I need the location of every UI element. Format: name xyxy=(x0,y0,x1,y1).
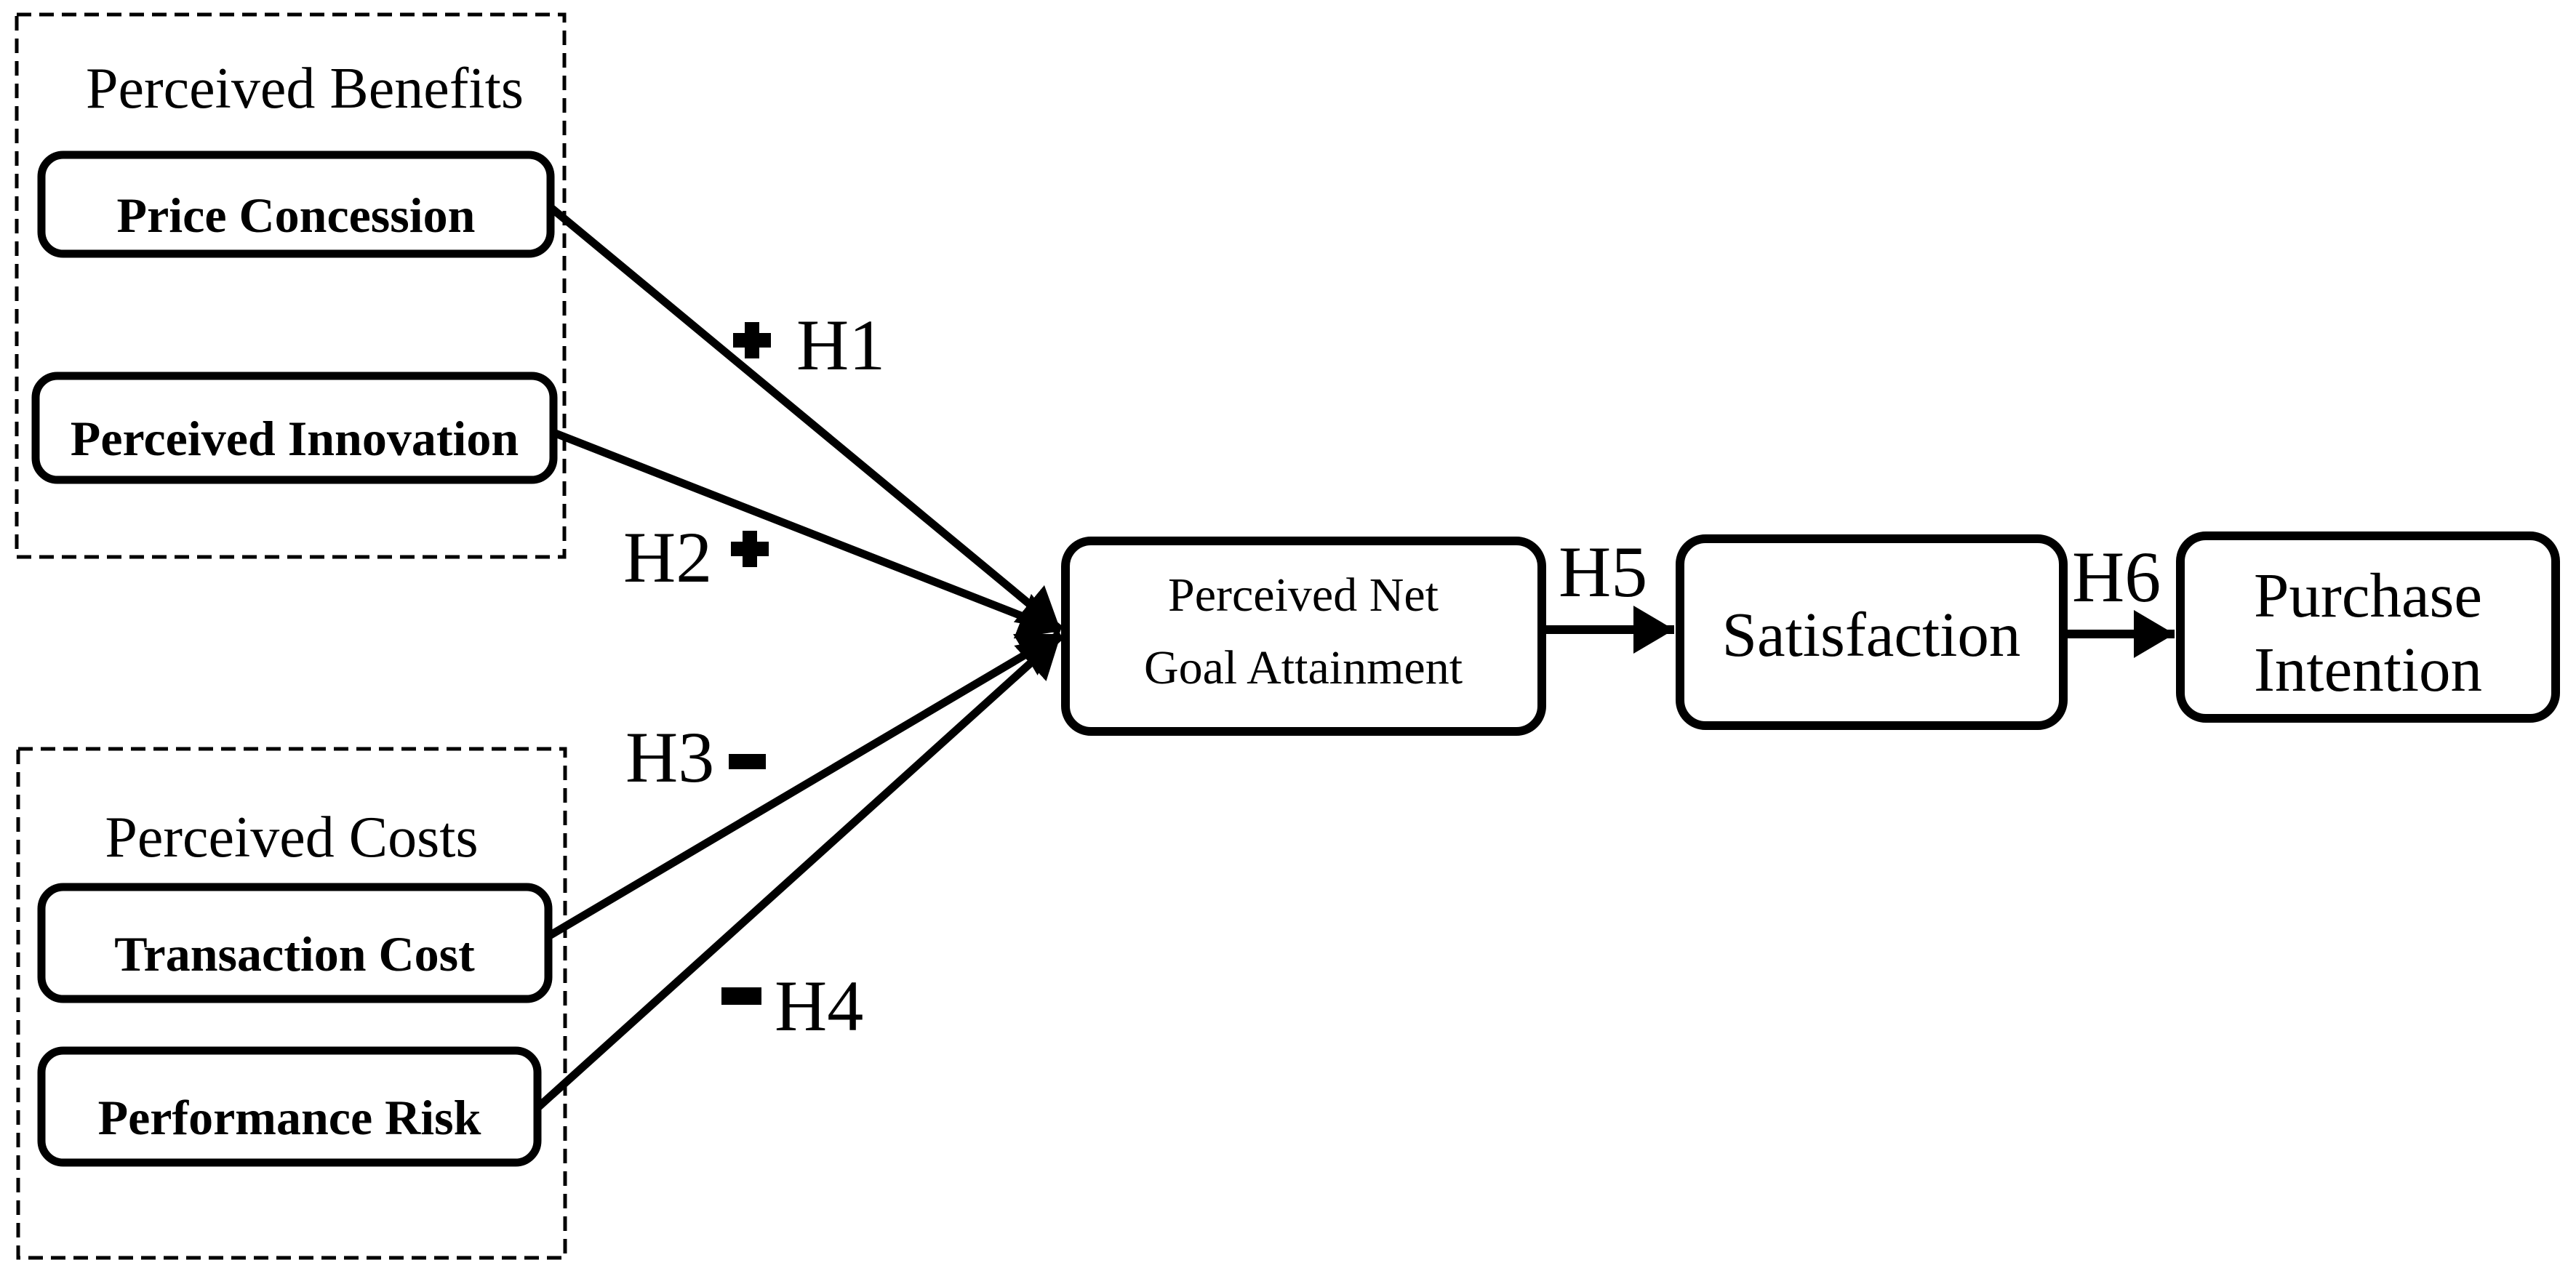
satisfaction-label: Satisfaction xyxy=(1722,599,2021,670)
performance-risk-label: Performance Risk xyxy=(98,1090,481,1145)
price-concession-box xyxy=(37,151,555,258)
h5-label: H5 xyxy=(1559,531,1647,612)
h6-label: H6 xyxy=(2072,537,2161,617)
transaction-cost-box xyxy=(37,883,553,1003)
perceived-innovation-label: Perceived Innovation xyxy=(71,411,519,466)
perceived-benefits-group-title: Perceived Benefits xyxy=(86,57,524,121)
perceived-net-goal-attainment-box xyxy=(1061,537,1546,736)
h1-arrow xyxy=(548,204,1063,633)
performance-risk-box xyxy=(37,1046,542,1167)
h4-minus-icon xyxy=(721,987,761,1005)
h4-label: H4 xyxy=(775,966,863,1046)
transaction-cost-label: Transaction Cost xyxy=(114,926,475,982)
perceived-benefits-group-box xyxy=(15,12,567,559)
h2-plus-icon xyxy=(731,531,769,567)
h4-arrow xyxy=(536,633,1063,1110)
satisfaction-box xyxy=(1676,534,2068,730)
h1-plus-icon xyxy=(733,322,771,358)
h2-arrow xyxy=(551,428,1063,639)
h3-minus-icon xyxy=(729,754,766,769)
h1-label: H1 xyxy=(796,305,885,385)
purchase-intention-label-line1: Purchase xyxy=(2254,560,2482,630)
perceived-net-goal-attainment-label-line1: Perceived Net xyxy=(1168,569,1439,622)
perceived-costs-group-box xyxy=(16,747,567,1260)
h2-label: H2 xyxy=(623,517,712,598)
purchase-intention-box xyxy=(2176,531,2560,723)
perceived-costs-group-title: Perceived Costs xyxy=(105,806,478,870)
price-concession-label: Price Concession xyxy=(117,188,476,243)
h3-label: H3 xyxy=(625,717,714,798)
perceived-net-goal-attainment-label-line2: Goal Attainment xyxy=(1144,641,1463,694)
perceived-innovation-box xyxy=(31,372,558,484)
purchase-intention-label-line2: Intention xyxy=(2254,634,2482,705)
h3-arrow xyxy=(545,630,1063,941)
